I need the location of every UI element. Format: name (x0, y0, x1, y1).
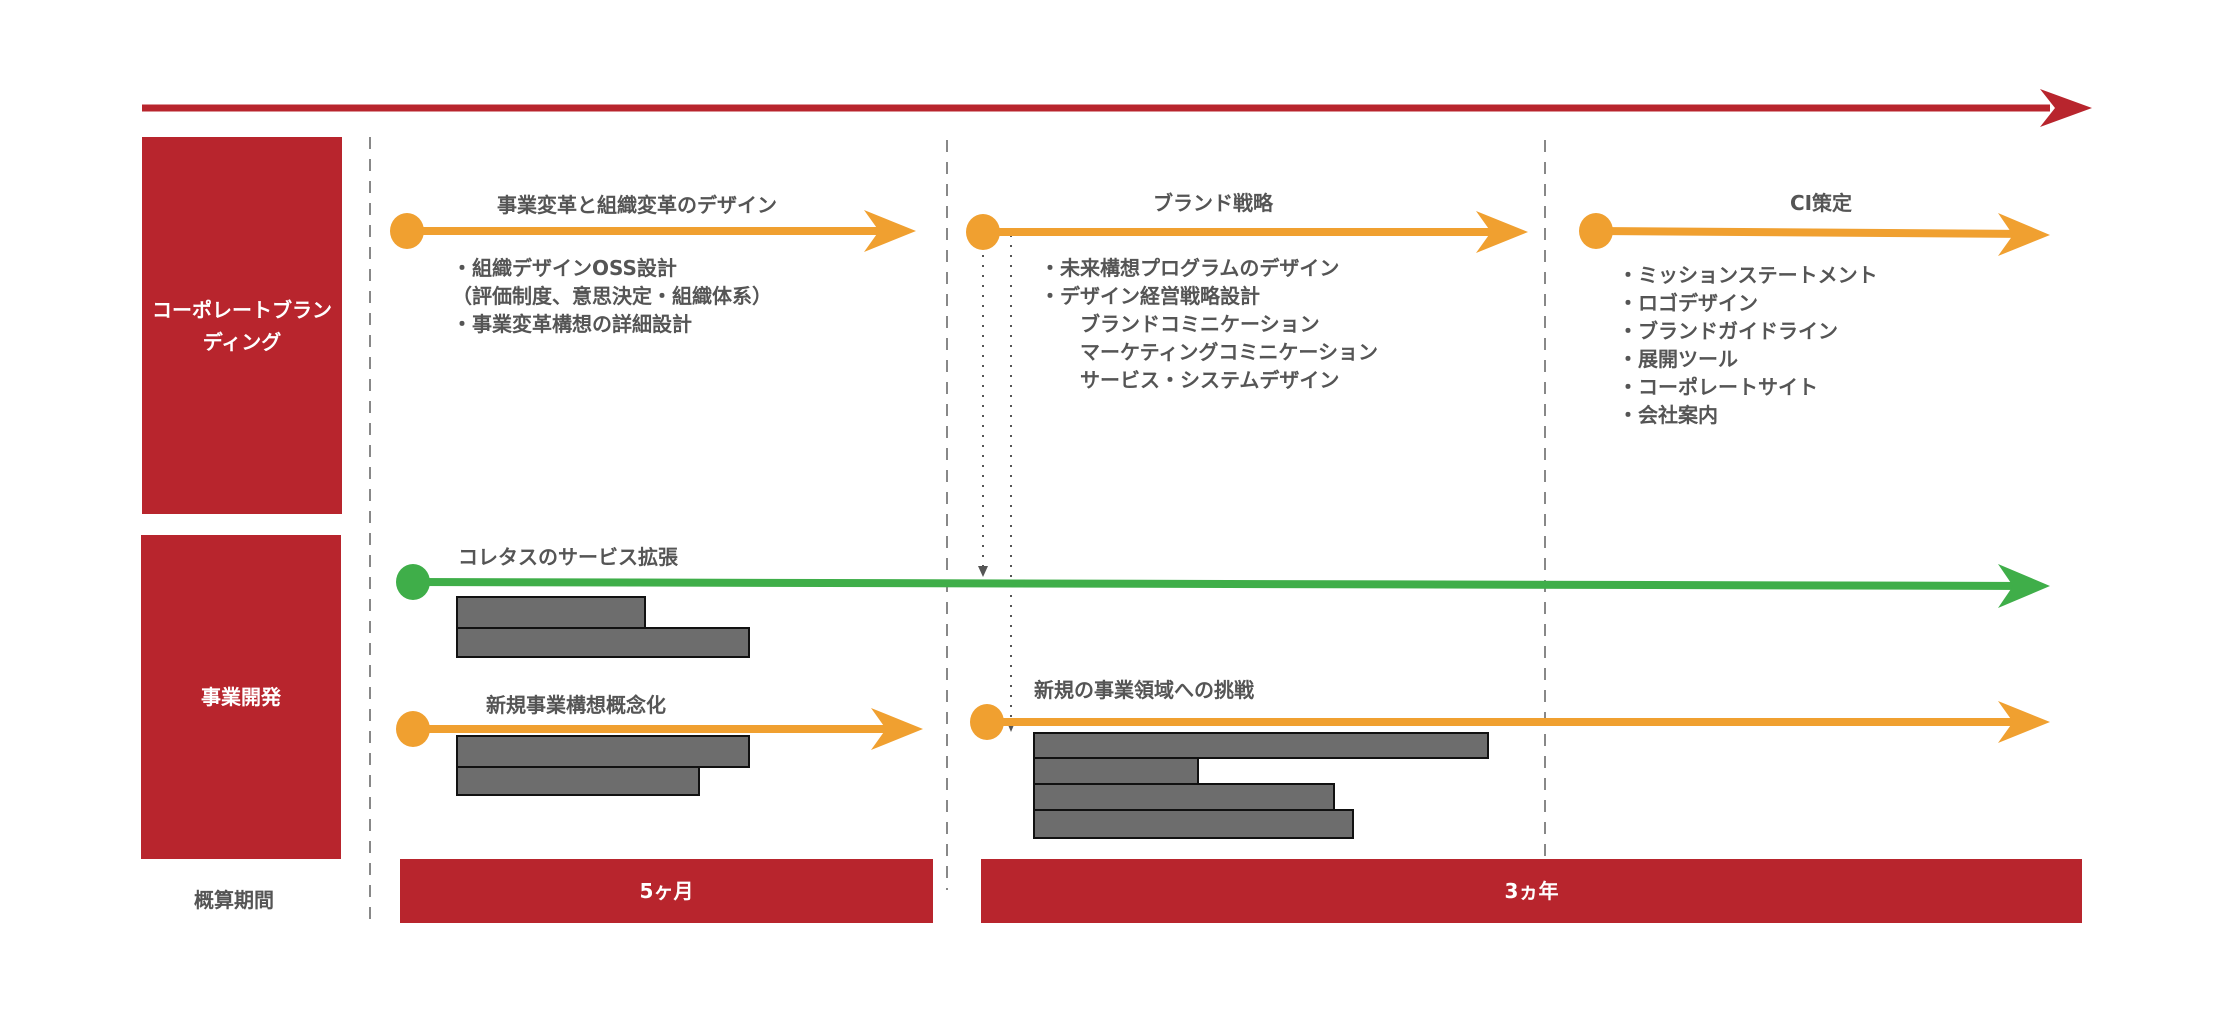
timeline-arrowhead (2040, 89, 2092, 127)
estimated-period-label: 概算期間 (194, 888, 274, 912)
new-concept-bar-2 (456, 766, 700, 796)
row-header-business-development-label: 事業開発 (201, 685, 281, 709)
design-phase-title: 事業変革と組織変革のデザイン (497, 193, 777, 217)
period-bar-5-months: 5ヶ月 (400, 859, 933, 923)
brand-phase-title: ブランド戦略 (1153, 191, 1273, 215)
list-item: ・事業変革構想の詳細設計 (452, 312, 692, 336)
design-phase-list: ・組織デザインOSS設計 （評価制度、意思決定・組織体系） ・事業変革構想の詳細… (452, 254, 772, 338)
list-sub-item: マーケティングコミニケーション (1080, 340, 1378, 364)
list-item: ・ロゴデザイン (1618, 291, 1758, 315)
new-domain-bar-3 (1033, 783, 1335, 811)
list-item: ・ミッションステートメント (1618, 263, 1878, 287)
service-expansion-bar-1 (456, 596, 646, 629)
new-domain-bar-1 (1033, 732, 1489, 759)
period-bar-3-years: 3ヵ年 (981, 859, 2082, 923)
list-item: ・展開ツール (1618, 347, 1738, 371)
new-concept-title: 新規事業構想概念化 (486, 693, 666, 717)
list-item: ・会社案内 (1618, 403, 1718, 427)
row-header-corporate-branding: コーポレートブランディング (142, 137, 342, 514)
brand-phase-list: ・未来構想プログラムのデザイン ・デザイン経営戦略設計 ブランドコミニケーション… (1040, 254, 1378, 394)
new-domain-bar-2 (1033, 757, 1199, 785)
list-item: ・組織デザインOSS設計 (452, 256, 677, 280)
row-header-corporate-branding-label: コーポレートブランディング (152, 297, 332, 354)
ci-phase-title: CI策定 (1789, 191, 1853, 215)
list-item: ・コーポレートサイト (1618, 375, 1818, 399)
new-concept-bar-1 (456, 735, 750, 768)
list-item: ・ブランドガイドライン (1618, 319, 1838, 343)
list-sub-item: サービス・システムデザイン (1080, 368, 1340, 392)
row-header-business-development: 事業開発 (141, 535, 341, 859)
new-concept-arrow (396, 708, 923, 750)
design-arrow (390, 210, 916, 252)
period-bar-5-months-label: 5ヶ月 (639, 879, 694, 903)
service-expansion-bar-2 (456, 627, 750, 658)
period-bar-3-years-label: 3ヵ年 (1504, 879, 1559, 903)
new-domain-arrow (970, 701, 2050, 743)
new-domain-title: 新規の事業領域への挑戦 (1034, 678, 1254, 702)
ci-phase-list: ・ミッションステートメント ・ロゴデザイン ・ブランドガイドライン ・展開ツール… (1618, 261, 1878, 429)
list-sub-item: ブランドコミニケーション (1080, 312, 1320, 336)
list-item: （評価制度、意思決定・組織体系） (452, 284, 772, 308)
brand-arrow (966, 211, 1528, 253)
list-item: ・デザイン経営戦略設計 (1040, 284, 1260, 308)
list-item: ・未来構想プログラムのデザイン (1040, 256, 1340, 280)
service-expansion-title: コレタスのサービス拡張 (458, 545, 678, 569)
dotted-connector-1-arrowhead (978, 566, 988, 577)
new-domain-bar-4 (1033, 809, 1354, 839)
ci-arrow (1579, 213, 2050, 256)
service-expansion-arrow (396, 564, 2050, 608)
